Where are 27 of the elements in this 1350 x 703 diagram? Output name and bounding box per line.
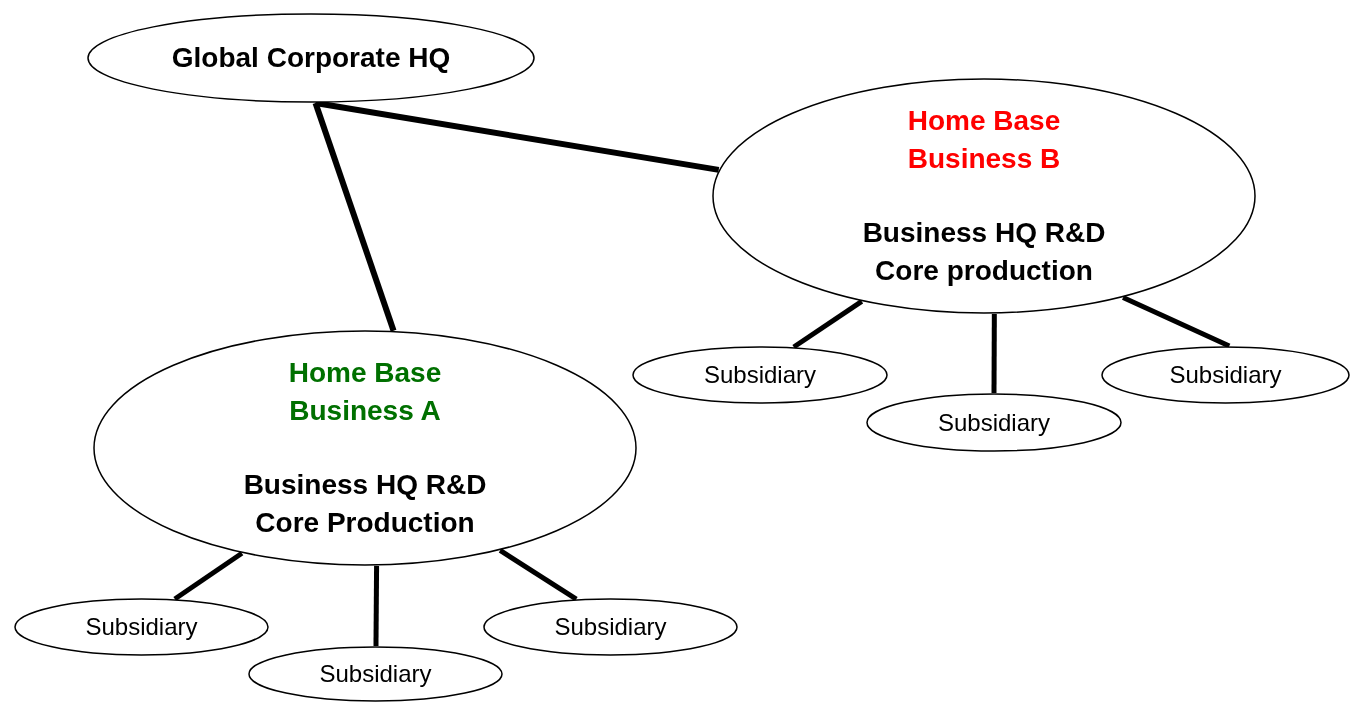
- node-heading: Home Base Business B: [906, 103, 1062, 176]
- connector-line: [498, 548, 578, 602]
- ellipse-node: [1101, 346, 1350, 404]
- node-label: Subsidiary: [85, 613, 198, 641]
- ellipse-node: [248, 646, 503, 702]
- connector-line: [1122, 295, 1231, 349]
- node-label: Subsidiary: [1169, 361, 1282, 389]
- connector-line: [991, 313, 997, 393]
- ellipse-node: [483, 598, 738, 656]
- node-label: Subsidiary: [554, 613, 667, 641]
- node-text: Business HQ R&D Core production: [861, 216, 1107, 289]
- ellipse-node: [712, 78, 1256, 314]
- ellipse-node: [632, 346, 888, 404]
- node-heading: Home Base Business A: [287, 355, 443, 428]
- ellipse-node: [93, 330, 637, 566]
- ellipse-node: [87, 13, 535, 103]
- connector-line: [173, 551, 244, 602]
- ellipse-node: [866, 393, 1122, 452]
- connector-line: [792, 299, 864, 350]
- node-text: Business HQ R&D Core Production: [242, 468, 488, 541]
- node-label: Global Corporate HQ: [171, 40, 451, 75]
- ellipse-node: [14, 598, 269, 656]
- connector-line: [312, 102, 397, 332]
- node-label: Subsidiary: [703, 361, 817, 389]
- node-label: Subsidiary: [319, 660, 432, 688]
- connector-line: [373, 565, 380, 646]
- node-label: Subsidiary: [937, 408, 1051, 437]
